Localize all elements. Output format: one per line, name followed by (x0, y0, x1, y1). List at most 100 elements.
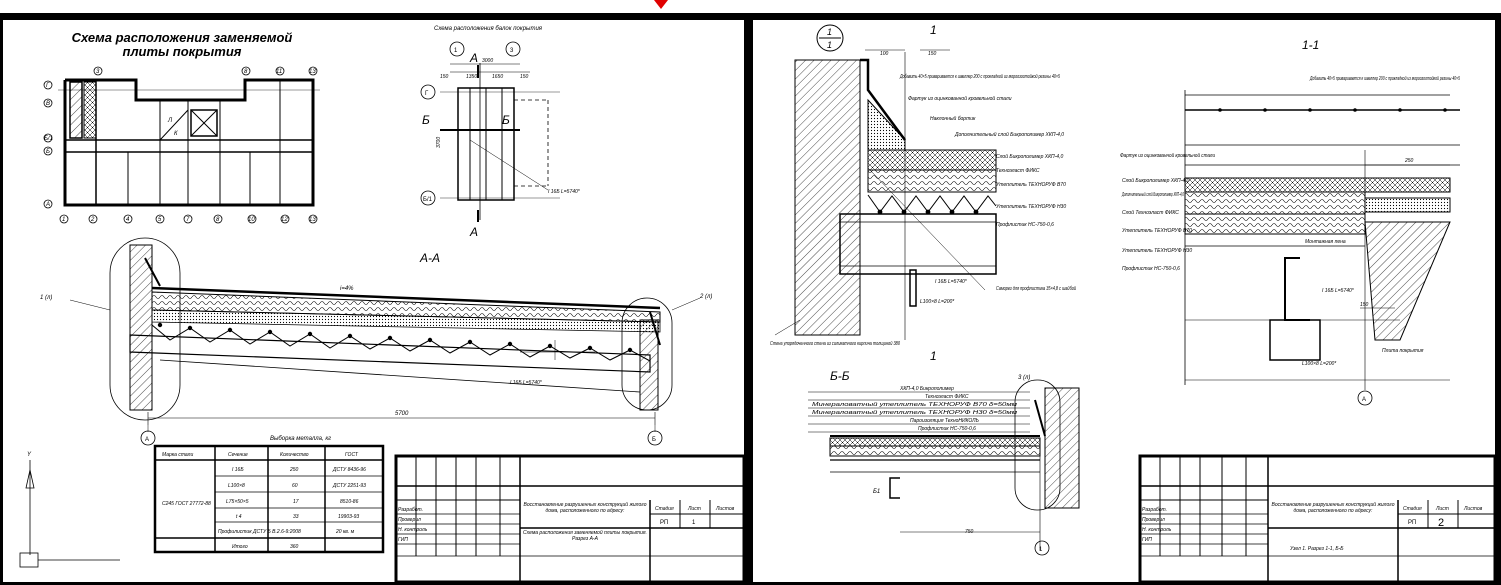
axis-label: 2 (90, 217, 95, 223)
axis-1-label: 1 (1039, 547, 1043, 553)
node-sheet: 1 (827, 40, 832, 50)
stamp-object: Восстановление разрушенных конструкций ж… (523, 502, 647, 514)
dim-150: 150 (928, 51, 937, 57)
stamp-role: Н. контроль (398, 527, 428, 533)
table-cell: 17 (293, 499, 299, 505)
callout-text: L100×8 L=200* (920, 299, 955, 305)
axis-label: 3 (510, 48, 514, 54)
section-11-drawing (1184, 90, 1460, 406)
section-bb-title: Б-Б (830, 369, 850, 383)
axis-label: 10 (248, 217, 255, 223)
table-cell: I 16Б (232, 467, 244, 473)
callout-text: Слой Бикрополимер ХКП-4,0 (996, 153, 1063, 160)
dim-750: 750 (965, 529, 974, 535)
stamp-col-header: Стадия (1403, 506, 1422, 512)
table-cell: 33 (293, 514, 299, 520)
callout-text: Стена упорядоченного стена из силикатног… (770, 340, 900, 347)
stamp-col-header: Стадия (655, 506, 674, 512)
stamp-col-header: Лист (687, 506, 701, 512)
table-header: Сечение (228, 452, 248, 458)
axis-b-label: Б (652, 437, 656, 443)
cut-letter: А (469, 225, 478, 239)
stamp-col-header: Листов (1463, 506, 1483, 512)
ucs-icon (19, 460, 120, 568)
cut-1-top: 1 (930, 23, 937, 37)
legend-line: Минераловатный утеплитель ТЕХНОРУФ Н30 δ… (812, 409, 1018, 416)
callout-text: I 16Б L=5740* (935, 279, 968, 285)
steel-grade: С245 ГОСТ 27772-88 (162, 501, 211, 507)
legend-line: Профлистик НС-750-0,6 (918, 426, 976, 432)
dim-150: 150 (1360, 302, 1369, 308)
dim-label: 150 (440, 74, 449, 80)
cut-letter: Б (422, 113, 430, 127)
node-1-detail (774, 49, 997, 340)
stamp-stage: РП (1408, 520, 1416, 526)
axis-a-label: А (1362, 397, 1366, 403)
callout-text: Утеплитель ТЕХНОРУФ В70 (996, 182, 1066, 188)
building-plan (58, 78, 320, 207)
table-cell: 250 (289, 467, 299, 473)
legend-line: Пароизоляция ТехноНИКОЛЬ (910, 418, 979, 424)
table-total-value: 360 (290, 544, 299, 550)
callout-2: 2 (л) (699, 294, 712, 300)
axis-label: Б/1 (44, 136, 53, 142)
table-cell: ДСТУ 8436-96 (332, 467, 366, 473)
callout-text: Профлистик НС-750-0,6 (1122, 266, 1180, 272)
callout-text: Слой Бикрополимер ХКП-4,0 (1122, 177, 1189, 184)
axis-label: 3 (96, 69, 100, 75)
callout-text: Дополнительный слой Бикрополимер ХКП-4,0 (1121, 191, 1184, 198)
cut-1-bottom: 1 (930, 349, 937, 363)
table-cell: L100×8 (228, 483, 245, 489)
callout-text: Дополнительный слой Бикрополимер ХКП-4,0 (954, 131, 1064, 138)
beam-label: I 16Б L=5740* (548, 189, 581, 195)
axis-label: 5 (158, 217, 162, 223)
stamp-sheet-no: 2 (1438, 517, 1444, 529)
beam-plan (420, 41, 560, 222)
cut-letter: Б (502, 113, 510, 127)
title-block-2 (1138, 454, 1497, 584)
title-block-1 (394, 454, 746, 584)
axis-label: 8 (244, 69, 248, 75)
axis-label: А (45, 202, 50, 208)
axis-label: 7 (186, 217, 190, 223)
plan-title-line2: плиты покрытия (123, 44, 242, 59)
stamp-sheet-title: Схема расположения заменяемой плиты покр… (523, 530, 647, 542)
table-cell: L75×50×5 (226, 499, 249, 505)
sheet2-frame (747, 13, 1501, 585)
stamp-role: Разработ. (1142, 507, 1167, 513)
stamp-role: Проверил (1142, 517, 1165, 523)
callout-text: Фартук из оцинкованной кровельной стали (908, 95, 1012, 102)
plan-title-line1: Схема расположения заменяемой (72, 30, 293, 45)
stamp-object: Восстановление разрушенных конструкций ж… (1271, 502, 1395, 514)
callout-text: Профлистик НС-750-0,6 (996, 222, 1054, 228)
callout-text: Добавить 40×5 приваривается к швеллер 20… (1309, 75, 1460, 82)
dim-label: 150 (520, 74, 529, 80)
callout-text: Слой Техноэласт ФИКС (1122, 209, 1179, 216)
stamp-col-header: Листов (715, 506, 735, 512)
stamp-col-header: Лист (1435, 506, 1449, 512)
axis-label: 12 (281, 217, 288, 223)
callout-text: Фартук из оцинкованной кровельной стали (1120, 152, 1215, 159)
axis-label: 4 (126, 217, 130, 223)
dim-label: 1350 (466, 74, 477, 80)
stamp-role: Разработ. (398, 507, 423, 513)
callout-text: Саморез для профлистика 35×4,8 с шайбой (996, 285, 1076, 292)
callout-text: Утеплитель ТЕХНОРУФ В70 (1122, 228, 1192, 234)
table-header: ГОСТ (345, 452, 359, 458)
axis-label: Б (46, 149, 50, 155)
table-cell: 20 кв. м (335, 529, 355, 535)
axis-label: Г (46, 83, 50, 89)
dim-5700: 5700 (395, 411, 409, 417)
axis-label: Б/1 (423, 197, 433, 203)
callout-text: Утеплитель ТЕХНОРУФ Н30 (996, 204, 1066, 210)
table-total-label: Итого (232, 544, 248, 550)
dim-label: 3700 (436, 137, 442, 148)
stamp-stage: РП (660, 520, 668, 526)
callout-text: Утеплитель ТЕХНОРУФ Н30 (1122, 248, 1192, 254)
table-cell: 60 (292, 483, 298, 489)
ucs-y: Y (27, 452, 32, 458)
axis-label: 1 (62, 217, 65, 223)
steel-table (153, 444, 385, 554)
section-aa-title: А-А (419, 251, 440, 265)
